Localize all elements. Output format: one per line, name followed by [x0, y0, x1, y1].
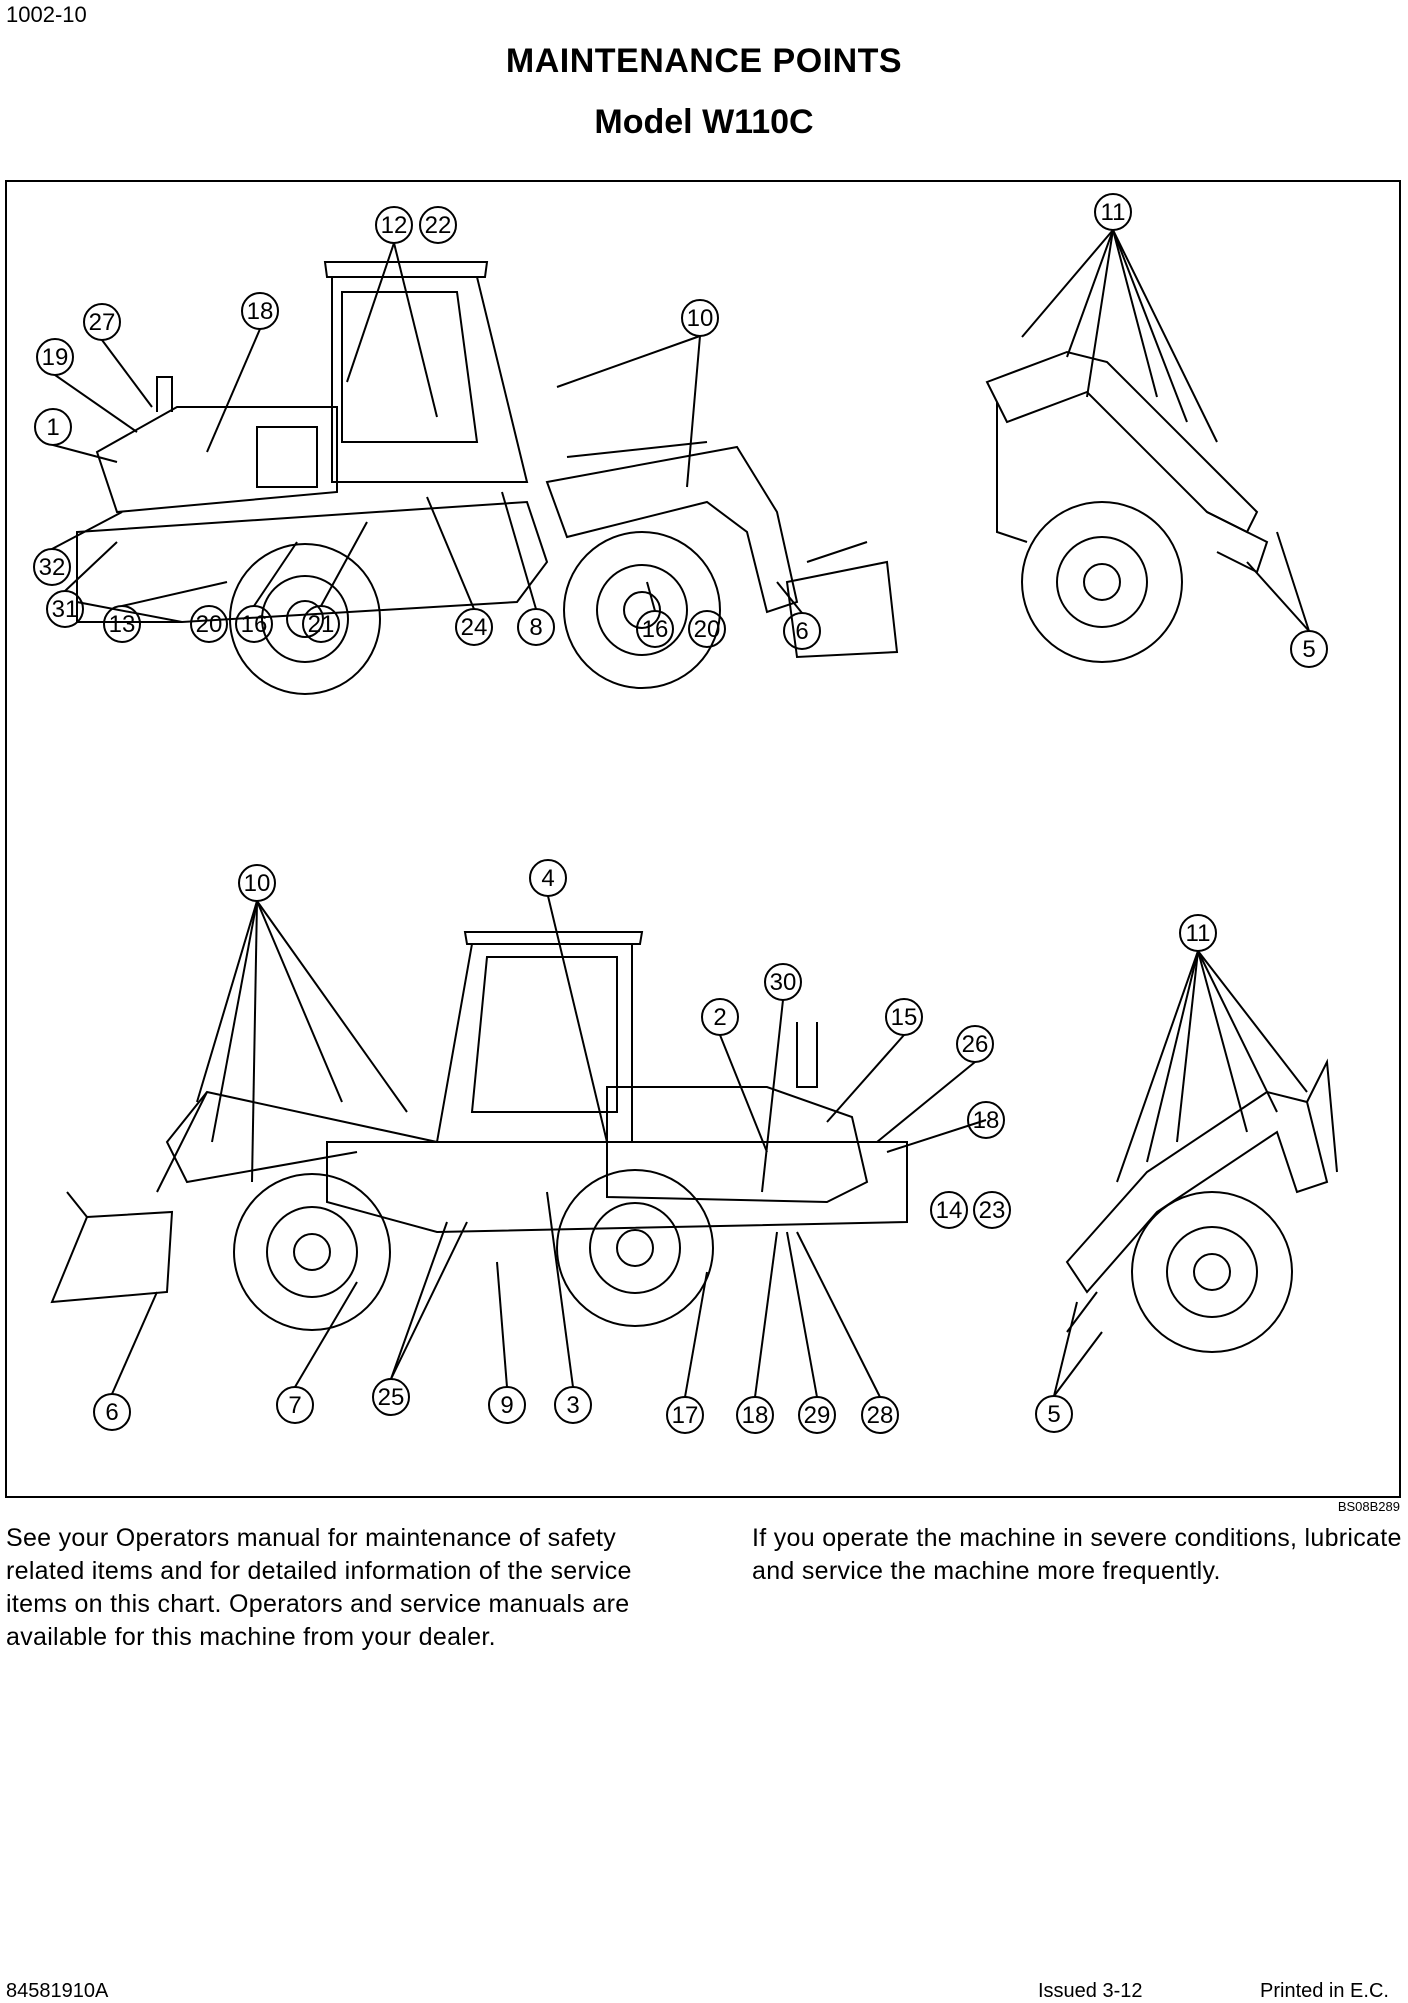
svg-text:18: 18	[247, 298, 274, 325]
svg-text:5: 5	[1047, 1401, 1060, 1428]
footer-part-number: 84581910A	[6, 1980, 109, 2002]
footer-printed: Printed in E.C.	[1260, 1980, 1389, 2002]
page-number: 1002-10	[6, 2, 87, 27]
svg-text:9: 9	[500, 1392, 513, 1419]
svg-text:31: 31	[52, 596, 79, 623]
page-subtitle: Model W110C	[594, 103, 814, 141]
svg-text:7: 7	[288, 1392, 301, 1419]
svg-text:32: 32	[39, 554, 66, 581]
svg-text:24: 24	[461, 614, 488, 641]
svg-text:8: 8	[529, 614, 542, 641]
svg-text:20: 20	[196, 611, 223, 638]
svg-text:13: 13	[109, 611, 136, 638]
svg-text:6: 6	[105, 1399, 118, 1426]
loader-side-view-right	[50, 859, 1011, 1434]
svg-text:23: 23	[979, 1197, 1006, 1224]
svg-text:11: 11	[1101, 199, 1126, 226]
svg-text:3: 3	[566, 1392, 579, 1419]
svg-text:18: 18	[973, 1107, 1000, 1134]
svg-text:11: 11	[1186, 920, 1211, 947]
loader-rear-view-top	[985, 193, 1328, 668]
svg-text:25: 25	[378, 1384, 405, 1411]
svg-text:18: 18	[742, 1402, 769, 1429]
svg-text:10: 10	[687, 305, 714, 332]
svg-text:29: 29	[804, 1402, 831, 1429]
svg-text:26: 26	[962, 1031, 989, 1058]
maintenance-note-right: If you operate the machine in severe con…	[752, 1524, 1402, 1585]
svg-text:30: 30	[770, 969, 797, 996]
svg-text:1: 1	[46, 414, 59, 441]
svg-text:10: 10	[244, 870, 271, 897]
maintenance-note-left: See your Operators manual for maintenanc…	[6, 1524, 632, 1651]
svg-text:12: 12	[381, 212, 408, 239]
svg-text:16: 16	[642, 616, 669, 643]
loader-side-view-left	[33, 206, 899, 695]
svg-text:16: 16	[241, 611, 268, 638]
svg-text:22: 22	[425, 212, 452, 239]
svg-text:19: 19	[42, 344, 69, 371]
svg-text:17: 17	[672, 1402, 699, 1429]
loader-front-view-bottom	[1035, 914, 1338, 1433]
svg-text:2: 2	[713, 1004, 726, 1031]
svg-text:5: 5	[1302, 636, 1315, 663]
footer-issued: Issued 3-12	[1038, 1980, 1143, 2002]
svg-text:21: 21	[308, 611, 335, 638]
page-title: MAINTENANCE POINTS	[505, 42, 903, 80]
svg-text:4: 4	[541, 865, 554, 892]
svg-text:14: 14	[936, 1197, 963, 1224]
figure-code: BS08B289	[1337, 1499, 1400, 1514]
svg-text:15: 15	[891, 1004, 918, 1031]
svg-text:27: 27	[89, 309, 116, 336]
svg-text:6: 6	[795, 618, 808, 645]
svg-text:28: 28	[867, 1402, 894, 1429]
svg-text:20: 20	[694, 616, 721, 643]
